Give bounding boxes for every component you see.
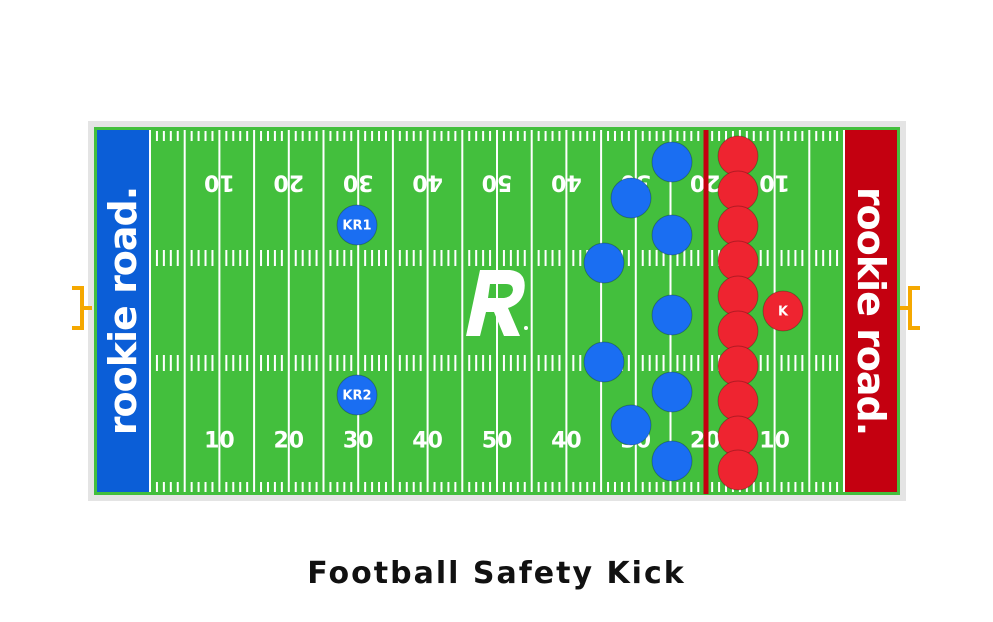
field-markings: 102030405040302010102030405040302010: [149, 130, 845, 492]
receiving-team-player-marker: [583, 242, 625, 284]
receiving-team-player-marker: [610, 404, 652, 446]
receiving-team-player-marker: [583, 341, 625, 383]
receiving-team-player-marker: [651, 141, 693, 183]
kicking-team-player: [717, 205, 759, 247]
kicking-team-player: [717, 449, 759, 491]
yard-number-top: 20: [273, 170, 304, 195]
kicking-team-player-marker: [717, 380, 759, 422]
receiving-team-player-marker: [651, 294, 693, 336]
yard-number-bottom: 10: [759, 429, 790, 454]
yard-number-top: 10: [204, 170, 235, 195]
kicking-team-player-marker: [717, 205, 759, 247]
left-endzone: [97, 130, 149, 492]
receiving-team-player: [651, 440, 693, 482]
kicking-team-player: [717, 345, 759, 387]
receiving-team-player-marker: [651, 214, 693, 256]
yard-number-top: 30: [343, 170, 374, 195]
kicking-team-player: K: [762, 290, 804, 332]
yard-number-top: 40: [412, 170, 443, 195]
kicking-team-player: [717, 240, 759, 282]
yard-number-bottom: 20: [273, 429, 304, 454]
yard-number-bottom: 10: [204, 429, 235, 454]
kicking-team-player: [717, 380, 759, 422]
yard-number-top: 50: [482, 170, 513, 195]
receiving-team-player: [651, 141, 693, 183]
kicking-team-player: [717, 275, 759, 317]
kicking-team-player-marker: [762, 290, 804, 332]
receiving-team-player: [583, 242, 625, 284]
kicking-team-player: [717, 135, 759, 177]
yard-number-bottom: 50: [482, 429, 513, 454]
receiving-team-player-marker: [651, 371, 693, 413]
kicking-team-player-marker: [717, 240, 759, 282]
kicking-team-player-label: K: [778, 305, 789, 320]
receiving-team-player: [651, 214, 693, 256]
rookie-road-r-logo-icon: [466, 270, 528, 336]
receiving-team-player: [651, 371, 693, 413]
receiving-team-player: [583, 341, 625, 383]
kicking-team-player-marker: [717, 275, 759, 317]
right-endzone-logo-text: rookie road.: [849, 187, 893, 435]
kicking-team-player-marker: [717, 449, 759, 491]
kicking-team-player-marker: [717, 170, 759, 212]
receiving-team-player-marker: [336, 374, 378, 416]
kicking-team-player: [717, 310, 759, 352]
yard-number-bottom: 40: [551, 429, 582, 454]
kicking-team-player-marker: [717, 310, 759, 352]
diagram-caption: Football Safety Kick: [307, 556, 686, 591]
yard-number-top: 10: [759, 170, 790, 195]
receiving-team-player-marker: [610, 177, 652, 219]
receiving-team-player: [651, 294, 693, 336]
yard-number-bottom: 40: [412, 429, 443, 454]
receiving-team-player-label: KR2: [342, 389, 371, 404]
kicking-team-player-marker: [717, 135, 759, 177]
yard-number-top: 40: [551, 170, 582, 195]
receiving-team-player: [610, 177, 652, 219]
right-goalpost-icon: [900, 286, 920, 330]
left-endzone-logo-text: rookie road.: [101, 187, 145, 435]
left-goalpost-icon: [72, 286, 92, 330]
receiving-team-player: KR2: [336, 374, 378, 416]
kicking-team-player-marker: [717, 345, 759, 387]
right-endzone: [845, 130, 897, 492]
receiving-team-player: [610, 404, 652, 446]
receiving-team-player: KR1: [336, 204, 378, 246]
kicking-team-player: [717, 170, 759, 212]
receiving-team-player-marker: [336, 204, 378, 246]
yard-number-bottom: 30: [343, 429, 374, 454]
receiving-team-player-label: KR1: [342, 219, 371, 234]
receiving-team-player-marker: [651, 440, 693, 482]
